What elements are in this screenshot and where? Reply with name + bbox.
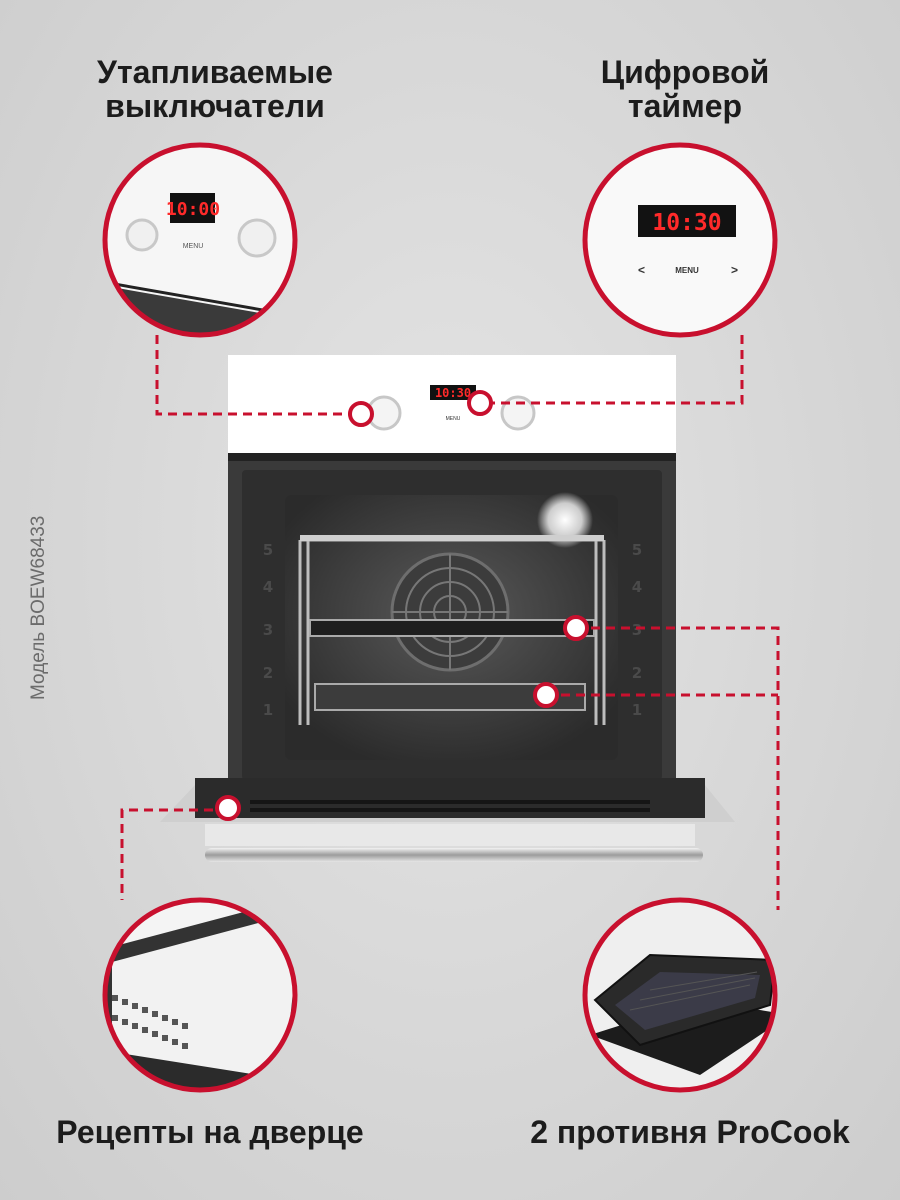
hotspot-tray-lower[interactable] [533, 682, 559, 708]
feature-title-switches-line1: Утапливаемые [97, 54, 333, 90]
zoom-timer-menu: MENU [675, 266, 699, 275]
hotspot-recipes[interactable] [215, 795, 241, 821]
zoom-timer-display [638, 205, 736, 237]
panel-display-value: 10:30 [435, 386, 471, 400]
rack-number: 1 [263, 701, 273, 719]
lamp-icon [537, 492, 593, 548]
door-lower [205, 824, 695, 846]
hotspot-switch[interactable] [348, 401, 374, 427]
control-panel [228, 355, 676, 455]
upper-tray [309, 619, 595, 637]
feature-title-switches-line2: выключатели [105, 88, 325, 124]
rack-number: 1 [632, 701, 642, 719]
feature-title-timer: Цифровой таймер [560, 55, 810, 123]
rack-number: 2 [632, 664, 642, 682]
feature-title-switches: Утапливаемые выключатели [60, 55, 370, 123]
connector-lines [120, 335, 780, 910]
panel-shadow [228, 453, 676, 461]
feature-title-recipes: Рецепты на дверце [56, 1114, 364, 1150]
hotspot-timer[interactable] [467, 390, 493, 416]
feature-title-timer-line2: таймер [627, 88, 743, 124]
fan-icon [390, 552, 510, 672]
door-handle[interactable] [205, 848, 703, 862]
hotspot-tray-upper[interactable] [563, 615, 589, 641]
feature-title-trays: 2 противня ProCook [530, 1114, 850, 1150]
rack-number: 3 [632, 621, 642, 639]
top-grill-rack [300, 535, 604, 541]
zoom-menu-label: MENU [183, 243, 204, 250]
zoom-display [170, 193, 215, 223]
rack-number: 2 [263, 664, 273, 682]
rack-number: 4 [263, 578, 273, 596]
zoom-recipes [102, 897, 298, 1093]
hotspots [215, 390, 589, 821]
left-arrow-icon: < [638, 263, 645, 277]
rack-number: 5 [632, 541, 642, 559]
zoom-timer: 10:30 < MENU > [582, 142, 778, 338]
panel-menu-label: MENU [446, 416, 461, 422]
door-vents [250, 800, 650, 812]
zoom-display-value: 10:00 [166, 199, 220, 220]
panel-display [430, 385, 476, 400]
right-arrow-icon: > [731, 263, 738, 277]
rack-number: 3 [263, 621, 273, 639]
feature-title-timer-line1: Цифровой [600, 54, 770, 90]
oven: 5 4 3 2 1 5 4 3 2 1 10:30 MENU [160, 355, 735, 862]
rack-number: 5 [263, 541, 273, 559]
zoom-timer-value: 10:30 [652, 210, 721, 236]
rack-number: 4 [632, 578, 642, 596]
zoom-temperature-knob-icon [125, 218, 159, 252]
zoom-switches: 10:00 MENU [102, 142, 298, 338]
zoom-trays [582, 897, 778, 1093]
tray-lower [590, 1000, 775, 1075]
mode-knob-icon[interactable] [500, 395, 536, 431]
zoom-mode-knob-icon [237, 218, 277, 258]
